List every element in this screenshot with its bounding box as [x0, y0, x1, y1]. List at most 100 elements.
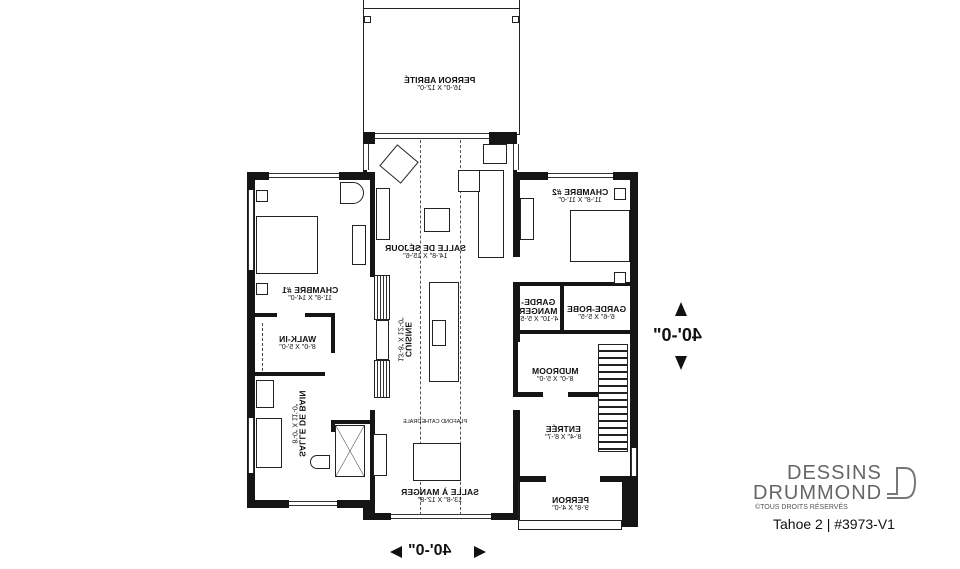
window [248, 190, 254, 270]
wall [370, 410, 375, 510]
sofa [478, 170, 504, 258]
wall [613, 172, 638, 180]
wall [560, 282, 564, 332]
armchair [379, 144, 419, 184]
arrow-up-icon [675, 302, 687, 316]
dresser [352, 225, 366, 265]
porch-outline [518, 482, 519, 520]
wall [255, 372, 325, 376]
nightstand [256, 283, 268, 295]
kitchen-counter [374, 360, 390, 398]
wall [513, 342, 518, 397]
arrow-right-icon [474, 546, 486, 558]
coffee-table [424, 208, 450, 232]
wall [622, 482, 638, 527]
wall [513, 282, 520, 342]
ceiling-line [460, 140, 461, 515]
wall [513, 172, 548, 180]
nightstand [614, 272, 626, 284]
end-table [483, 144, 507, 164]
wall [513, 476, 546, 482]
dresser [520, 198, 534, 240]
bed-2 [570, 210, 630, 262]
wall [255, 313, 277, 317]
wall [513, 330, 630, 334]
kitchen-counter [374, 275, 390, 320]
wall [513, 410, 520, 520]
nightstand [256, 190, 268, 202]
wall [513, 392, 543, 397]
arrow-down-icon [675, 356, 687, 370]
kitchen-sink [432, 320, 446, 346]
wall [568, 392, 598, 397]
wall [491, 513, 520, 520]
vanity [256, 380, 274, 408]
window [391, 514, 491, 519]
nightstand [614, 188, 626, 200]
wall [337, 500, 375, 508]
brand-copyright: ©TOUS DROITS RÉSERVÉS [755, 504, 848, 511]
wall [247, 172, 255, 507]
lounge-chair [340, 182, 364, 204]
dining-table [413, 443, 461, 481]
window [289, 501, 337, 506]
arrow-left-icon [390, 546, 402, 558]
wall [513, 172, 520, 257]
sofa-chaise [458, 170, 480, 192]
wall [489, 132, 517, 144]
bed-1 [256, 216, 318, 274]
window [631, 448, 637, 478]
staircase [598, 344, 628, 452]
wall [339, 172, 375, 180]
wall [305, 313, 335, 317]
covered-porch-outline [363, 0, 520, 135]
width-dimension: 40'-0" [408, 542, 452, 559]
window [363, 144, 369, 170]
wall [331, 420, 375, 424]
wall [331, 313, 335, 353]
ceiling-line [420, 140, 421, 515]
branding: DESSINS DRUMMOND ©TOUS DROITS RÉSERVÉS T… [745, 462, 945, 542]
bathtub [256, 418, 282, 468]
wall [370, 172, 375, 277]
wall [513, 282, 630, 286]
shower [335, 425, 365, 477]
depth-dimension: 40'-0" [653, 325, 702, 345]
wall [600, 476, 638, 482]
plan-id: Tahoe 2 | #3973-V1 [773, 516, 895, 532]
tv-stand [376, 188, 390, 240]
porch-post-right [512, 16, 519, 23]
porch-step [518, 520, 622, 530]
wall [247, 500, 289, 508]
wall [247, 172, 269, 180]
wall [331, 420, 335, 432]
wall [630, 172, 638, 527]
porch-post-left [364, 16, 371, 23]
sideboard [373, 434, 387, 476]
window [513, 144, 519, 170]
ceiling-annotation: PLAFOND CATHÉDRALE [402, 419, 468, 425]
stove [376, 320, 389, 360]
wall [363, 513, 391, 520]
brand-line-1: DESSINS [787, 462, 882, 484]
toilet [310, 455, 330, 469]
brand-logo-icon [885, 464, 917, 500]
window [548, 173, 613, 178]
window [248, 418, 254, 473]
window [375, 133, 489, 139]
window [269, 173, 339, 178]
